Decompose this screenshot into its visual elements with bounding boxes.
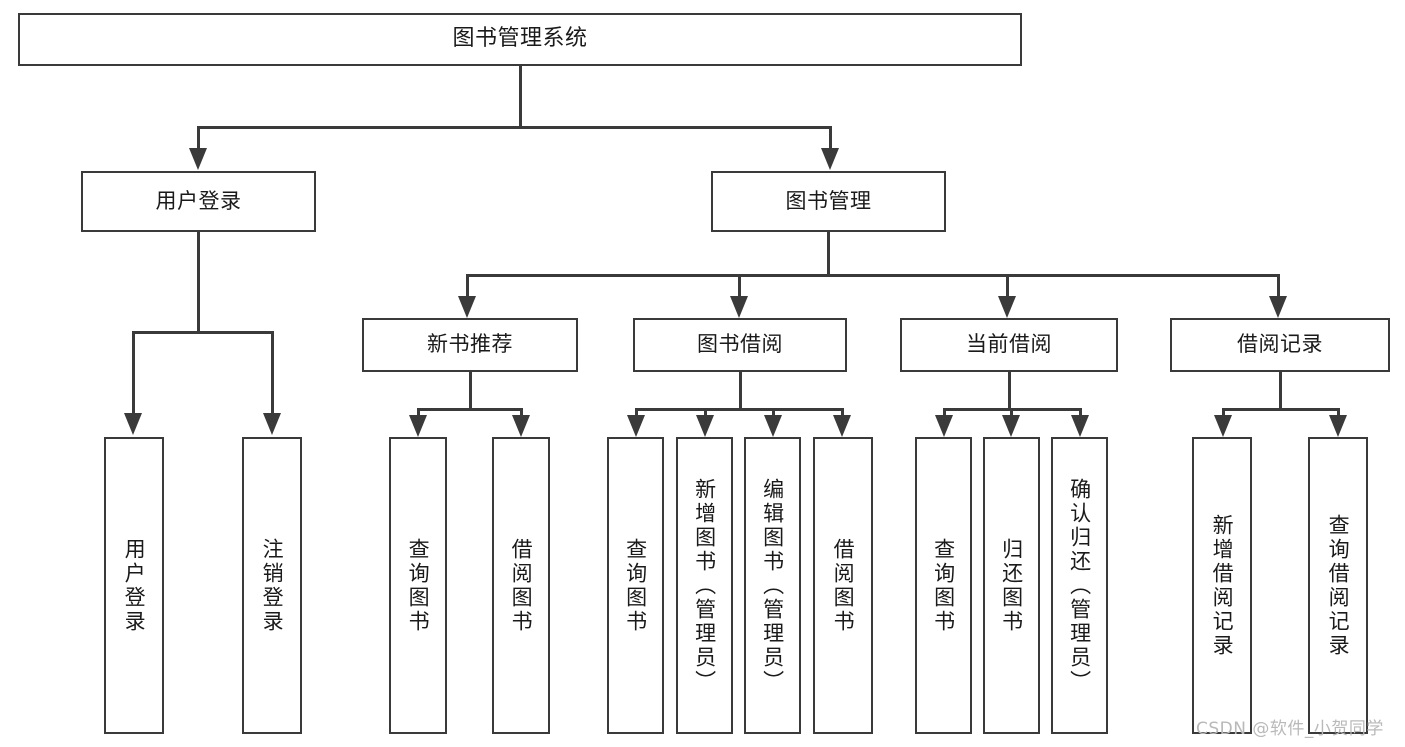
arrow-to-leaf-query-borrow-record xyxy=(1329,415,1347,437)
node-label: 查询图书 xyxy=(406,537,431,634)
edge-bb-to-leaf-1 xyxy=(635,408,638,417)
leaf-query-borrow-record[interactable]: 查询借阅记录 xyxy=(1308,437,1368,734)
arrow-to-leaf-logout-login xyxy=(263,413,281,435)
arrow-to-leaf-query-book-3 xyxy=(935,415,953,437)
csdn-watermark: CSDN @软件_小贺同学 xyxy=(1196,719,1384,739)
leaf-edit-book[interactable]: 编辑图书（管理员） xyxy=(744,437,801,734)
leaf-query-book-3[interactable]: 查询图书 xyxy=(915,437,972,734)
node-borrow-record[interactable]: 借阅记录 xyxy=(1170,318,1390,372)
node-book-management[interactable]: 图书管理 xyxy=(711,171,946,232)
arrow-to-leaf-borrow-book-2 xyxy=(833,415,851,437)
leaf-query-book-1[interactable]: 查询图书 xyxy=(389,437,447,734)
node-new-book-recommend[interactable]: 新书推荐 xyxy=(362,318,578,372)
node-label: 图书管理 xyxy=(785,188,872,213)
node-label: 注销登录 xyxy=(260,537,285,634)
edge-root-bus xyxy=(197,126,832,129)
edge-cb-to-leaf-3 xyxy=(1079,408,1082,417)
edge-nbr-trunk xyxy=(469,372,472,410)
arrow-to-new-book-recommend xyxy=(458,296,476,318)
node-user-login[interactable]: 用户登录 xyxy=(81,171,316,232)
node-label: 当前借阅 xyxy=(966,332,1052,357)
edge-bb-to-leaf-2 xyxy=(704,408,707,417)
node-label: 新书推荐 xyxy=(427,332,513,357)
edge-book-management-bus xyxy=(466,274,1280,277)
arrow-to-leaf-add-book xyxy=(696,415,714,437)
arrow-to-leaf-query-book-1 xyxy=(409,415,427,437)
edge-bb-to-leaf-3 xyxy=(772,408,775,417)
leaf-confirm-return[interactable]: 确认归还（管理员） xyxy=(1051,437,1108,734)
leaf-logout-login[interactable]: 注销登录 xyxy=(242,437,302,734)
edge-bm-to-new-book xyxy=(466,274,469,298)
arrow-to-borrow-record xyxy=(1269,296,1287,318)
arrow-to-current-borrow xyxy=(998,296,1016,318)
arrow-to-book-management xyxy=(821,148,839,170)
leaf-return-book[interactable]: 归还图书 xyxy=(983,437,1040,734)
node-label: 编辑图书（管理员） xyxy=(760,477,785,694)
node-label: 确认归还（管理员） xyxy=(1067,477,1092,694)
edge-br-to-leaf-1 xyxy=(1222,408,1225,417)
leaf-borrow-book-2[interactable]: 借阅图书 xyxy=(813,437,873,734)
edge-nbr-to-leaf-2 xyxy=(520,408,523,417)
edge-user-login-to-leaf-1 xyxy=(132,331,135,415)
node-label: 用户登录 xyxy=(122,537,147,634)
edge-user-login-trunk xyxy=(197,232,200,333)
edge-nbr-to-leaf-1 xyxy=(417,408,420,417)
node-label: 图书借阅 xyxy=(697,332,783,357)
arrow-to-leaf-add-borrow-record xyxy=(1214,415,1232,437)
edge-user-login-bus xyxy=(132,331,274,334)
edge-cb-to-leaf-2 xyxy=(1010,408,1013,417)
node-label: 借阅记录 xyxy=(1237,332,1323,357)
edge-nbr-bus xyxy=(417,408,522,411)
node-label: 查询图书 xyxy=(623,537,648,634)
edge-root-to-user-login xyxy=(197,126,200,150)
edge-bb-to-leaf-4 xyxy=(841,408,844,417)
edge-bm-to-book-borrow xyxy=(738,274,741,298)
arrow-to-book-borrow xyxy=(730,296,748,318)
edge-root-to-book-management xyxy=(829,126,832,150)
edge-bb-bus xyxy=(635,408,843,411)
node-label: 借阅图书 xyxy=(831,537,856,634)
arrow-to-leaf-query-book-2 xyxy=(627,415,645,437)
edge-root-trunk xyxy=(519,66,522,128)
arrow-to-leaf-borrow-book-1 xyxy=(512,415,530,437)
node-label: 图书管理系统 xyxy=(452,26,588,52)
node-label: 查询图书 xyxy=(931,537,956,634)
edge-bm-to-borrow-record xyxy=(1277,274,1280,298)
edge-br-bus xyxy=(1222,408,1339,411)
edge-bm-to-current-borrow xyxy=(1006,274,1009,298)
leaf-query-book-2[interactable]: 查询图书 xyxy=(607,437,664,734)
node-book-borrow[interactable]: 图书借阅 xyxy=(633,318,847,372)
node-label: 借阅图书 xyxy=(509,537,534,634)
edge-bb-trunk xyxy=(739,372,742,410)
node-root-book-management-system[interactable]: 图书管理系统 xyxy=(18,13,1022,66)
edge-cb-to-leaf-1 xyxy=(943,408,946,417)
node-label: 归还图书 xyxy=(999,537,1024,634)
edge-book-management-trunk xyxy=(827,232,830,276)
edge-br-trunk xyxy=(1279,372,1282,410)
leaf-add-borrow-record[interactable]: 新增借阅记录 xyxy=(1192,437,1252,734)
node-label: 新增图书（管理员） xyxy=(692,477,717,694)
leaf-add-book[interactable]: 新增图书（管理员） xyxy=(676,437,733,734)
leaf-user-login[interactable]: 用户登录 xyxy=(104,437,164,734)
arrow-to-leaf-confirm-return xyxy=(1071,415,1089,437)
leaf-borrow-book-1[interactable]: 借阅图书 xyxy=(492,437,550,734)
edge-user-login-to-leaf-2 xyxy=(271,331,274,415)
edge-cb-trunk xyxy=(1008,372,1011,410)
node-label: 用户登录 xyxy=(155,188,242,213)
arrow-to-user-login xyxy=(189,148,207,170)
arrow-to-leaf-user-login xyxy=(124,413,142,435)
edge-br-to-leaf-2 xyxy=(1337,408,1340,417)
node-current-borrow[interactable]: 当前借阅 xyxy=(900,318,1118,372)
arrow-to-leaf-edit-book xyxy=(764,415,782,437)
arrow-to-leaf-return-book xyxy=(1002,415,1020,437)
node-label: 新增借阅记录 xyxy=(1210,513,1235,658)
node-label: 查询借阅记录 xyxy=(1326,513,1351,658)
